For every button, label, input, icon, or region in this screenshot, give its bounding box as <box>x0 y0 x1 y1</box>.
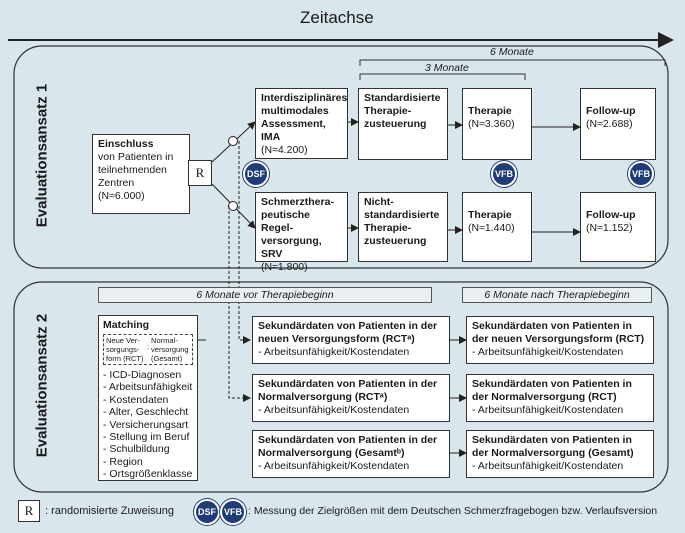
vfb-badge-2: VFB <box>628 161 654 187</box>
secondary-sub: - Arbeitsunfähigkeit/Kostendaten <box>472 346 624 358</box>
standardized-allocation-box: Standardisierte Therapie-zusteuerung <box>358 88 448 160</box>
einschluss-box: Einschluss von Patienten in teilnehmende… <box>92 134 190 214</box>
matching-sep: : <box>146 342 150 351</box>
list-item: - Versicherungsart <box>103 418 189 431</box>
secondary-title: Sekundärdaten von Patienten in der Norma… <box>472 378 632 403</box>
list-item: - Stellung im Beruf <box>103 431 190 444</box>
after-therapy-bar: 6 Monate nach Therapiebeginn <box>462 287 652 303</box>
secondary-title: Sekundärdaten von Patienten in der Norma… <box>472 434 634 459</box>
list-item: - Arbeitsunfähigkeit <box>103 381 193 394</box>
dsf-badge: DSF <box>243 161 269 187</box>
matching-title: Matching <box>103 319 150 331</box>
list-item: - Kostendaten <box>103 393 169 406</box>
randomization-box: R <box>188 160 212 186</box>
dashed-link-normal <box>228 206 251 402</box>
secondary-sub: - Arbeitsunfähigkeit/Kostendaten <box>258 460 410 472</box>
followup1-n: (N≈2.688) <box>586 118 633 130</box>
three-months-label: 3 Monate <box>425 62 469 74</box>
legend-dsf-badge: DSF <box>194 499 220 525</box>
matching-right: Normal-versorgung (Gesamt) <box>151 336 189 363</box>
secondary-sub: - Arbeitsunfähigkeit/Kostendaten <box>258 404 410 416</box>
followup2-n: (N≈1.152) <box>586 222 633 234</box>
timeline-label: Zeitachse <box>300 8 374 27</box>
therapy2-n: (N≈1.440) <box>468 222 515 234</box>
six-months-label: 6 Monate <box>490 46 534 58</box>
secondary-sub: - Arbeitsunfähigkeit/Kostendaten <box>472 404 624 416</box>
therapy1-n: (N≈3.360) <box>468 118 515 130</box>
secondary-new-rct-box: Sekundärdaten von Patienten in der neuen… <box>252 316 450 364</box>
secondary-sub: - Arbeitsunfähigkeit/Kostendaten <box>258 346 410 358</box>
ima-n: (N≈4.200) <box>261 144 308 156</box>
matching-box: Matching Neue Ver-sorgungs-form (RCT) : … <box>98 315 198 481</box>
list-item: - Schulbildung <box>103 443 170 456</box>
therapy2-title: Therapie <box>468 209 512 221</box>
einschluss-n: (N≈6.000) <box>98 190 145 202</box>
secondary-title: Sekundärdaten von Patienten in der Norma… <box>258 434 438 459</box>
secondary-normal-total-followup-box: Sekundärdaten von Patienten in der Norma… <box>466 430 654 478</box>
list-item: - Alter, Geschlecht <box>103 406 189 419</box>
six-months-bracket <box>359 59 666 66</box>
legend-vfb-badge: VFB <box>220 499 246 525</box>
before-therapy-bar: 6 Monate vor Therapiebeginn <box>98 287 432 303</box>
followup-box-1: Follow-up (N≈2.688) <box>580 88 656 160</box>
matching-left: Neue Ver-sorgungs-form (RCT) <box>106 336 144 363</box>
matching-pair: Neue Ver-sorgungs-form (RCT) : Normal-ve… <box>103 334 193 365</box>
section1-label: Evaluationsansatz 1 <box>33 83 51 228</box>
legend-badge-text: : Messung der Zielgrößen mit dem Deutsch… <box>248 505 658 517</box>
followup-box-2: Follow-up (N≈1.152) <box>580 192 656 262</box>
followup2-title: Follow-up <box>586 209 636 221</box>
srv-box: Schmerzthera-peutische Regel-versorgung,… <box>255 192 348 273</box>
secondary-normal-total-box: Sekundärdaten von Patienten in der Norma… <box>252 430 450 478</box>
secondary-title: Sekundärdaten von Patienten in der neuen… <box>258 320 438 345</box>
vfb-badge-1: VFB <box>491 161 517 187</box>
list-item: - ICD-Diagnosen <box>103 369 182 381</box>
therapy-box-1: Therapie (N≈3.360) <box>462 88 532 160</box>
dashed-link-rct <box>238 141 251 344</box>
nonstandardized-allocation-box: Nicht-standardisierte Therapie-zusteueru… <box>358 192 448 262</box>
list-item: - Region <box>103 455 143 468</box>
followup1-title: Follow-up <box>586 105 636 117</box>
legend-r-text: : randomisierte Zuweisung <box>45 505 175 517</box>
legend-r-box: R <box>18 500 40 522</box>
therapy1-title: Therapie <box>468 105 512 117</box>
section2-frame <box>13 281 669 493</box>
therapy-box-2: Therapie (N≈1.440) <box>462 192 532 262</box>
secondary-sub: - Arbeitsunfähigkeit/Kostendaten <box>472 460 624 472</box>
standardized-title: Standardisierte Therapie-zusteuerung <box>364 92 441 130</box>
matching-criteria-list: - ICD-Diagnosen - Arbeitsunfähigkeit - K… <box>103 369 193 481</box>
list-item: - Ortsgrößenklasse <box>103 468 193 481</box>
secondary-title: Sekundärdaten von Patienten in der neuen… <box>472 320 645 345</box>
secondary-normal-rct-followup-box: Sekundärdaten von Patienten in der Norma… <box>466 374 654 422</box>
ima-box: Interdisziplinäres multimodales Assessme… <box>255 88 348 159</box>
einschluss-title: Einschluss <box>98 138 154 150</box>
srv-title: Schmerzthera-peutische Regel-versorgung,… <box>261 196 334 260</box>
secondary-normal-rct-box: Sekundärdaten von Patienten in der Norma… <box>252 374 450 422</box>
ima-title: Interdisziplinäres multimodales Assessme… <box>261 92 348 143</box>
section1-frame <box>13 45 669 269</box>
section2-label: Evaluationsansatz 2 <box>33 313 51 458</box>
secondary-new-rct-followup-box: Sekundärdaten von Patienten in der neuen… <box>466 316 654 364</box>
nonstandardized-title: Nicht-standardisierte Therapie-zusteueru… <box>364 196 440 247</box>
secondary-title: Sekundärdaten von Patienten in der Norma… <box>258 378 438 403</box>
einschluss-text: von Patienten in teilnehmenden Zentren <box>98 151 174 189</box>
three-months-bracket <box>359 73 526 80</box>
srv-n: (N≈1.800) <box>261 261 308 273</box>
